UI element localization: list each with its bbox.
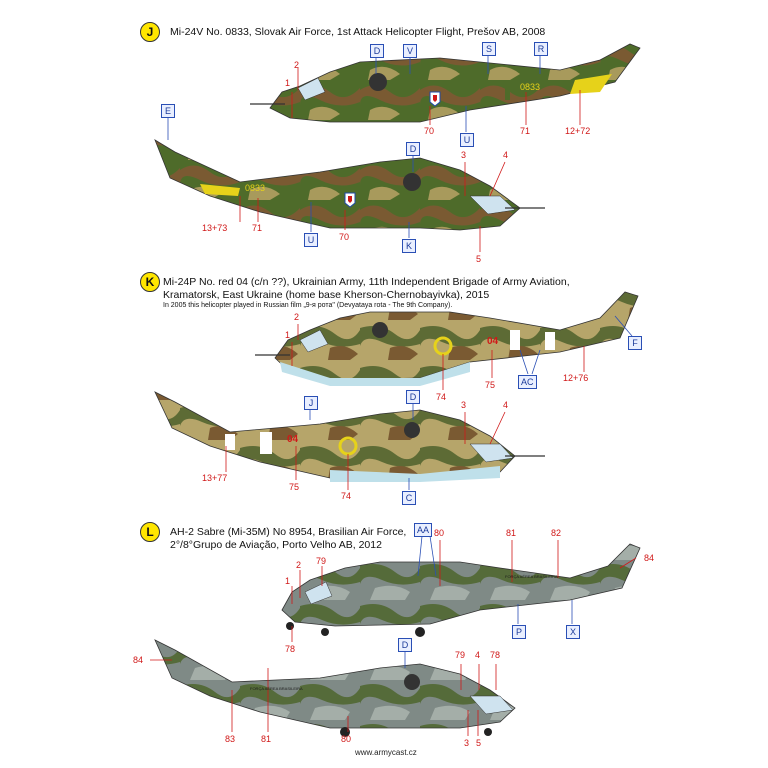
- callout-l1-78: 78: [285, 644, 296, 654]
- callout-l2-4: 4: [475, 650, 481, 660]
- callout-l1-X: X: [566, 625, 580, 639]
- callout-l1-2: 2: [296, 560, 302, 570]
- callout-j1-S: S: [482, 42, 496, 56]
- callout-j1-D: D: [370, 44, 384, 58]
- callout-j1-12-72: 12+72: [565, 126, 591, 136]
- callout-k2-J: J: [304, 396, 318, 410]
- callout-l2-80: 80: [341, 734, 352, 744]
- section-badge-l: L: [140, 522, 160, 542]
- serial-j1: 0833: [520, 82, 541, 92]
- callout-l2-D: D: [398, 638, 412, 652]
- callout-j1-1: 1: [285, 78, 291, 88]
- callout-l1-84: 84: [644, 553, 655, 563]
- callout-j1-2: 2: [294, 60, 300, 70]
- section-title-l-line2: 2°/8°Grupo de Aviação, Porto Velho AB, 2…: [170, 539, 382, 551]
- callout-l1-82: 82: [551, 528, 562, 538]
- helicopter-j-starboard: [250, 43, 641, 123]
- callout-l2-83: 83: [225, 734, 236, 744]
- callout-k1-2: 2: [294, 312, 300, 322]
- callout-l1-AA: AA: [414, 523, 433, 537]
- callout-l1-80: 80: [434, 528, 445, 538]
- section-title-j: Mi-24V No. 0833, Slovak Air Force, 1st A…: [170, 26, 546, 38]
- serial-k2: 04: [287, 434, 299, 445]
- callout-j2-D: D: [406, 142, 420, 156]
- callout-j1-V: V: [403, 44, 417, 58]
- callout-k1-AC: AC: [518, 375, 537, 389]
- helicopter-l-port: [154, 639, 516, 737]
- callout-j2-4: 4: [503, 150, 509, 160]
- serial-k1: 04: [487, 336, 499, 347]
- section-title-k-line1: Mi-24P No. red 04 (c/n ??), Ukrainian Ar…: [163, 276, 570, 288]
- callout-l1-1: 1: [285, 576, 291, 586]
- callout-k2-4: 4: [503, 400, 509, 410]
- callout-j2-3: 3: [461, 150, 467, 160]
- callout-j1-71: 71: [520, 126, 531, 136]
- callout-j2-K: K: [402, 239, 416, 253]
- callout-l2-84: 84: [133, 655, 144, 665]
- serial-j2: 0833: [245, 183, 266, 193]
- helicopter-k-port: [154, 391, 545, 482]
- callout-l2-78: 78: [490, 650, 501, 660]
- callout-l2-81: 81: [261, 734, 272, 744]
- callout-j2-70: 70: [339, 232, 350, 242]
- footer-url: www.armycast.cz: [355, 748, 417, 757]
- callout-l1-79: 79: [316, 556, 327, 566]
- callout-j1-70: 70: [424, 126, 435, 136]
- callout-k2-C: C: [402, 491, 416, 505]
- callout-k1-75: 75: [485, 380, 496, 390]
- section-badge-k: K: [140, 272, 160, 292]
- section-title-l-line1: AH-2 Sabre (Mi-35M) No 8954, Brasilian A…: [170, 526, 407, 538]
- callout-k2-74: 74: [341, 491, 352, 501]
- section-badge-j: J: [140, 22, 160, 42]
- callout-k2-3: 3: [461, 400, 467, 410]
- callout-k2-D: D: [406, 390, 420, 404]
- helicopter-j-port: [154, 139, 545, 231]
- serial-l2: FORÇA AÉREA BRASILEIRA: [250, 686, 303, 691]
- callout-j2-5: 5: [476, 254, 482, 264]
- callout-l2-79: 79: [455, 650, 466, 660]
- callout-k1-F: F: [628, 336, 642, 350]
- callout-k1-74: 74: [436, 392, 447, 402]
- callout-l2-3: 3: [464, 738, 470, 748]
- callout-j2-13-73: 13+73: [202, 223, 228, 233]
- section-note-k: In 2005 this helicopter played in Russia…: [163, 302, 453, 309]
- callout-l2-5: 5: [476, 738, 482, 748]
- callout-j1-R: R: [534, 42, 548, 56]
- section-title-k-line2: Kramatorsk, East Ukraine (home base Kher…: [163, 289, 490, 301]
- helicopter-k-starboard: [255, 291, 639, 386]
- callout-k2-13-77: 13+77: [202, 473, 228, 483]
- helicopter-l-starboard: [281, 543, 641, 637]
- callout-k2-75: 75: [289, 482, 300, 492]
- callout-l1-81: 81: [506, 528, 517, 538]
- callout-k1-1: 1: [285, 330, 291, 340]
- callout-k1-12-76: 12+76: [563, 373, 589, 383]
- callout-j2-71: 71: [252, 223, 263, 233]
- callout-j2-U: U: [304, 233, 318, 247]
- callout-j2-E: E: [161, 104, 175, 118]
- callout-j1-U: U: [460, 133, 474, 147]
- serial-l1: FORÇA AÉREA BRASILEIRA: [505, 574, 558, 579]
- callout-l1-P: P: [512, 625, 526, 639]
